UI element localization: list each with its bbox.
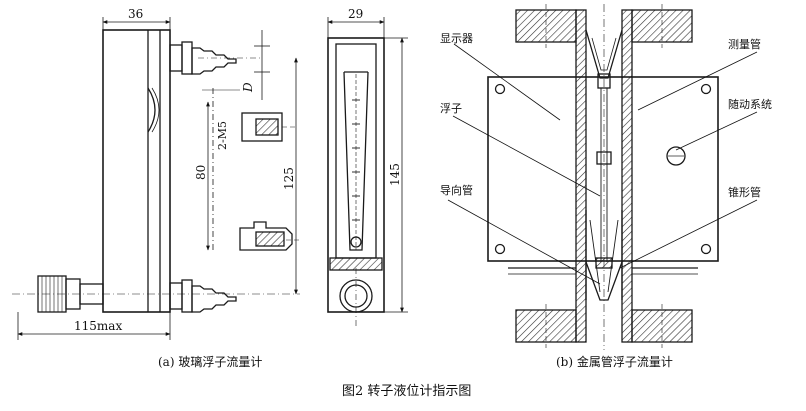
dim-80: 80 [194,165,208,180]
dim-29: 29 [348,7,363,21]
dim-115max: 115max [74,319,122,333]
dim-125: 125 [282,167,296,190]
dim-D: D [241,82,255,93]
panel-a-front-view [12,17,300,340]
dim-145: 145 [388,163,402,186]
panel-b-metal-flowmeter [487,4,719,350]
dim-thread: 2-M5 [216,121,229,150]
label-cone-tube: 锥形管 [728,185,761,199]
caption-panel-a: (a) 玻璃浮子流量计 [158,355,263,369]
label-measure-tube: 测量管 [728,37,761,51]
caption-panel-b: (b) 金属管浮子流量计 [556,355,673,369]
label-follower: 随动系统 [728,97,772,111]
panel-b-leaders [447,43,758,285]
label-guide-tube: 导向管 [440,183,473,197]
figure-caption: 图2 转子液位计指示图 [342,384,472,399]
panel-a-side-view [327,17,408,326]
label-display: 显示器 [440,32,473,45]
label-float: 浮子 [440,102,462,115]
panel-a-fittings [202,57,300,295]
dim-36: 36 [128,7,143,21]
